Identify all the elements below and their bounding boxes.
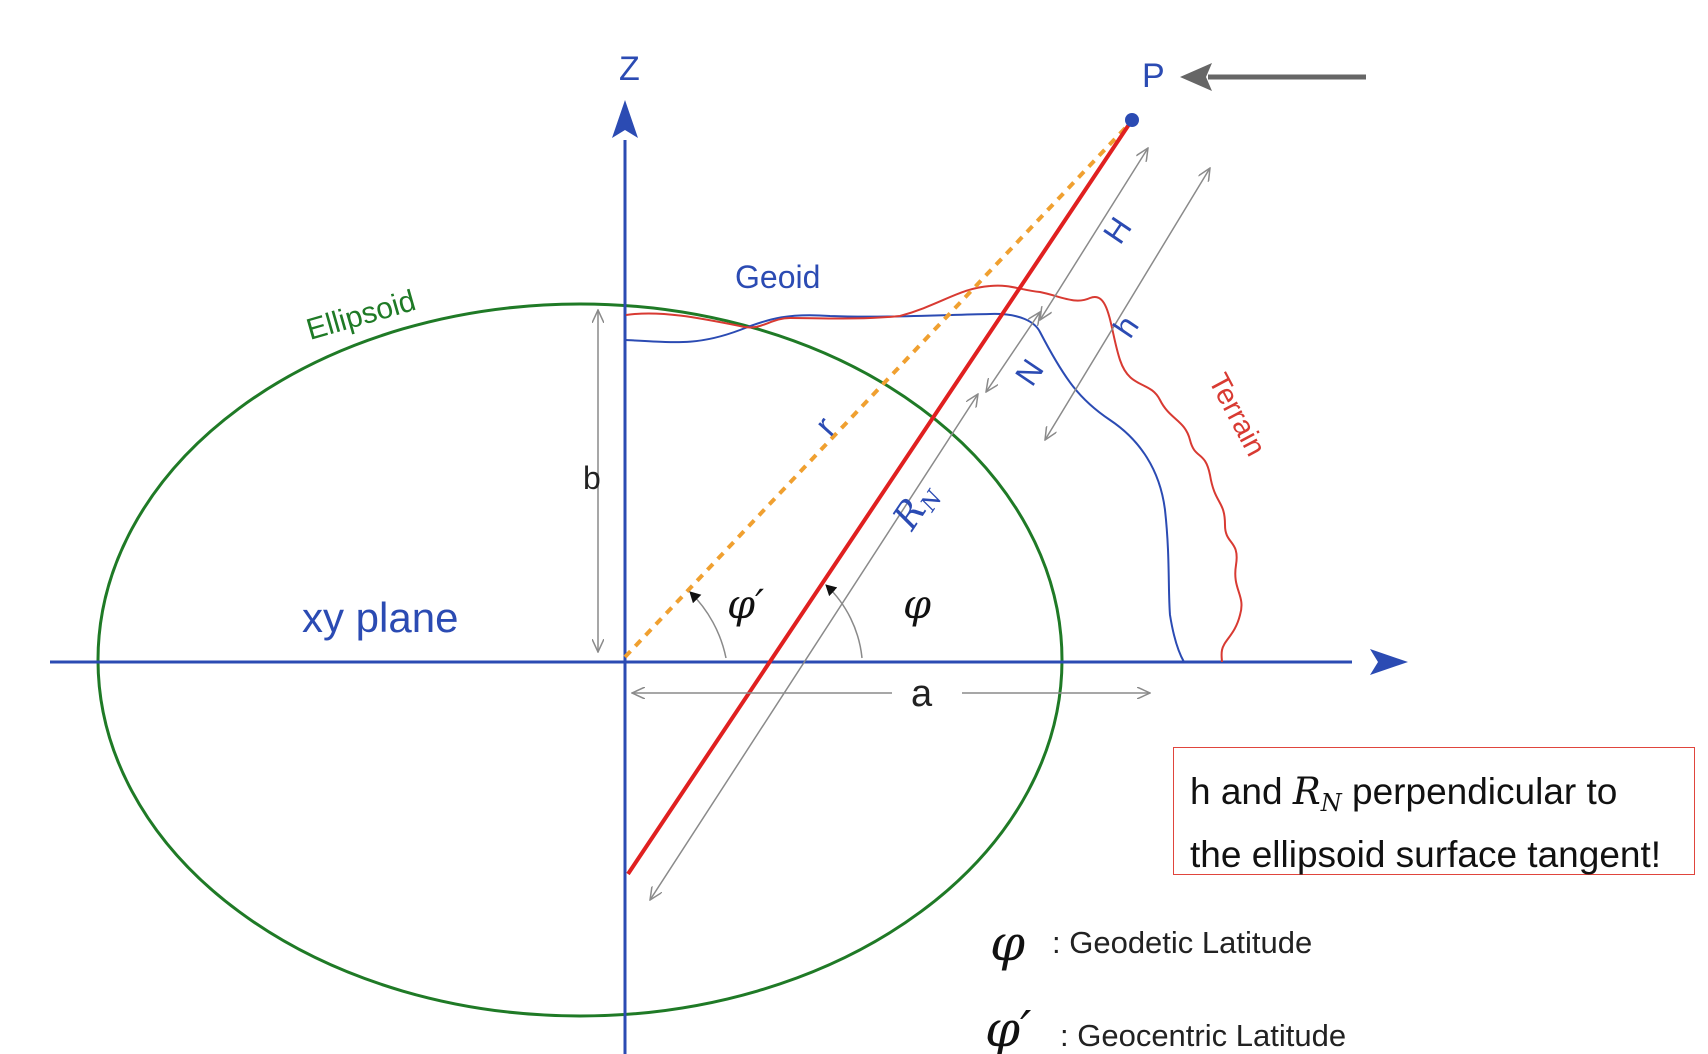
terrain-curve — [625, 284, 1243, 663]
note-box: h and RN perpendicular to the ellipsoid … — [1173, 747, 1695, 875]
ellipsoid-label: Ellipsoid — [303, 284, 420, 347]
b-label: b — [583, 460, 601, 496]
legend-geocentric-symbol: φ′ — [985, 1000, 1032, 1054]
note-line-2: the ellipsoid surface tangent! — [1190, 834, 1662, 875]
phi-prime-label: φ′ — [727, 582, 764, 628]
note-line-1: h and RN perpendicular to — [1190, 770, 1618, 817]
z-axis-arrowhead — [612, 100, 638, 138]
H-label: H — [1096, 211, 1139, 250]
x-axis-arrowhead — [1370, 649, 1408, 675]
ellipsoid — [96, 302, 1064, 1018]
legend-geodetic-symbol: φ — [990, 914, 1025, 972]
terrain-label: Terrain — [1202, 368, 1272, 461]
point-P — [1125, 113, 1139, 127]
geoid-label: Geoid — [735, 259, 820, 295]
pointer-arrowhead — [1180, 63, 1212, 91]
xy-plane-label: xy plane — [302, 594, 458, 641]
geocentric-radius — [623, 121, 1132, 659]
legend-geodetic-text: : Geodetic Latitude — [1052, 925, 1312, 960]
z-axis-label: Z — [619, 50, 640, 88]
rn-dimension — [650, 394, 978, 900]
ellipsoid-normal — [626, 121, 1132, 876]
legend-geocentric-text: : Geocentric Latitude — [1060, 1018, 1346, 1053]
phi-prime-arc — [689, 591, 727, 659]
a-label: a — [911, 673, 933, 715]
rn-label: RN — [885, 475, 948, 539]
point-P-label: P — [1142, 57, 1165, 95]
phi-label: φ — [903, 582, 931, 628]
N-label: N — [1008, 353, 1051, 392]
phi-arc — [825, 584, 863, 659]
h-dimension — [1045, 168, 1210, 440]
h-label: h — [1106, 309, 1146, 344]
r-label: r — [808, 410, 844, 444]
N-dimension — [986, 312, 1040, 392]
